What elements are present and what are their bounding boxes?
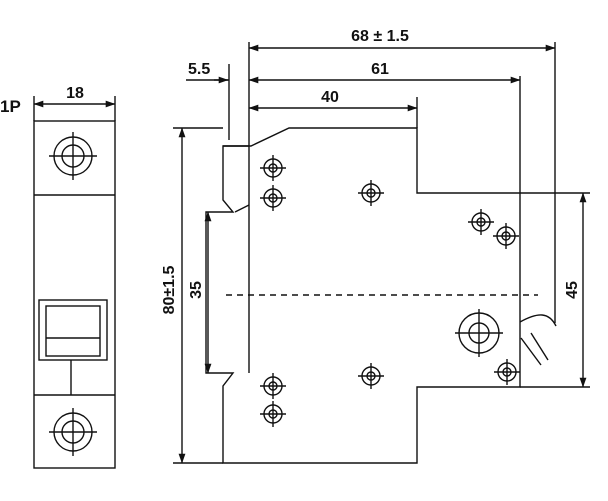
screw-icon [494, 359, 520, 385]
screw-icon [358, 180, 384, 206]
top-terminal-screw-icon [49, 132, 97, 180]
front-width-label: 18 [66, 85, 84, 102]
body-width-label: 61 [371, 61, 389, 78]
side-view [173, 42, 590, 464]
screw-icon [260, 373, 286, 399]
height-label: 80±1.5 [161, 265, 178, 314]
screw-icon [468, 209, 494, 235]
screw-icon [358, 363, 384, 389]
front-body-outline [33, 120, 116, 469]
screw-icon [260, 155, 286, 181]
bottom-terminal-screw-icon [49, 408, 97, 456]
front-view [33, 96, 116, 469]
screw-icon [493, 223, 519, 249]
large-terminal-icon [455, 309, 503, 357]
screw-icon [260, 185, 286, 211]
pole-label: 1P [0, 97, 21, 116]
rail-offset-label: 5.5 [188, 61, 210, 78]
overall-width-label: 68 ± 1.5 [351, 28, 409, 45]
front-width-dimension [33, 96, 116, 121]
side-body-outline [205, 127, 521, 464]
screw-icon [260, 401, 286, 427]
rear-height-label: 45 [564, 281, 581, 299]
toggle-handle-icon [38, 299, 108, 395]
rail-height-label: 35 [188, 281, 205, 299]
rear-latch-icon [519, 314, 557, 366]
upper-width-label: 40 [321, 89, 339, 106]
